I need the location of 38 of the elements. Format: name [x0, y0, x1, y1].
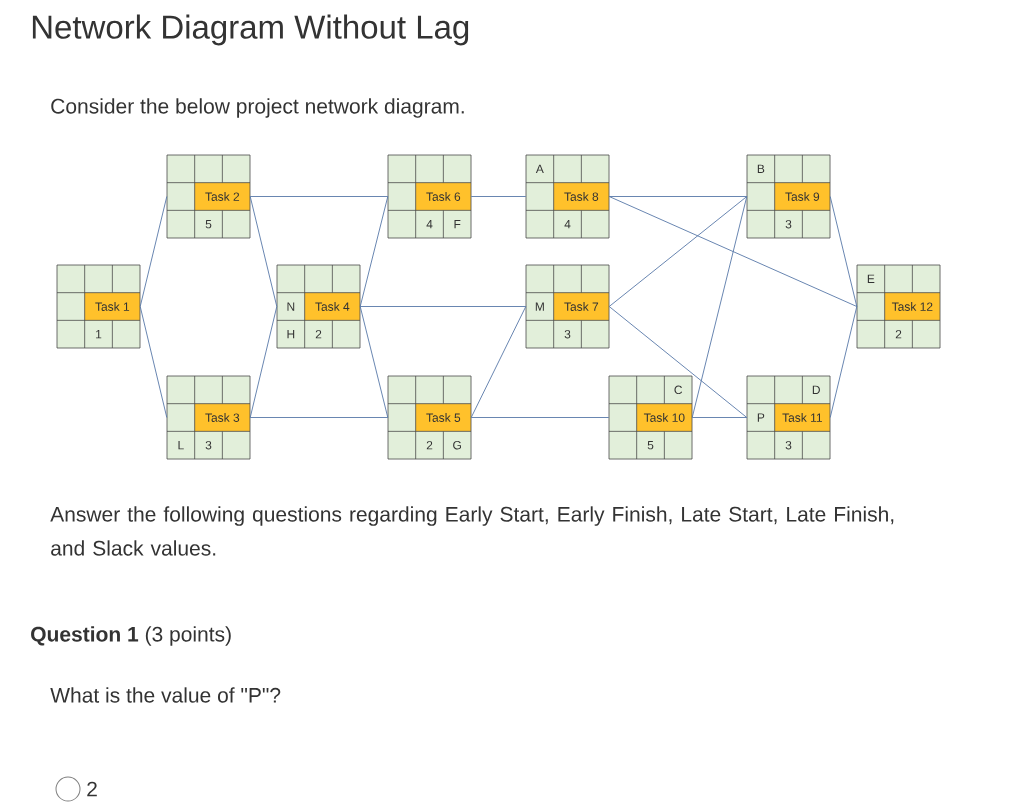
text: Consider the below project network diagram. [51, 98, 464, 118]
connector [249, 417, 389, 418]
connector [359, 306, 527, 307]
connector [359, 196, 389, 307]
task-box: D P Task 11 3 [746, 375, 831, 460]
connector [470, 417, 610, 418]
connector [139, 306, 168, 418]
title: Network Diagram Without Lag [32, 14, 469, 46]
connector [470, 306, 527, 418]
task-box: C Task 10 5 [608, 375, 693, 460]
connector [249, 306, 278, 418]
task-box: Task 1 1 [56, 264, 141, 349]
task-box: Task 6 4 F [387, 154, 472, 239]
connector [829, 196, 858, 307]
text: What is the value of "P"? [50, 687, 281, 703]
connector [691, 417, 748, 418]
connector [470, 196, 527, 197]
connector [249, 196, 389, 197]
connector [608, 306, 748, 418]
connector [249, 196, 278, 307]
connector [829, 306, 858, 418]
connector [359, 306, 389, 418]
task-box: A Task 8 4 [525, 154, 610, 239]
task-box: Task 3 L 3 [166, 375, 251, 460]
task-box: Task 5 2 G [387, 375, 472, 460]
connector [139, 196, 168, 307]
text: Question 1 (3 points) [31, 626, 231, 646]
connector [608, 196, 748, 307]
connector [691, 196, 748, 418]
text: Answer the following questions regarding Early Start, Early Finish, Late Start, Late Finish, and Slack values. [50, 506, 894, 556]
task-box: Task 2 5 [166, 154, 251, 239]
connector [608, 196, 748, 197]
task-box: B Task 9 3 [746, 154, 831, 239]
task-box: M Task 7 3 [525, 264, 610, 349]
connector [608, 196, 858, 307]
text: 2 [87, 781, 97, 797]
task-box: N Task 4 H 2 [276, 264, 361, 349]
task-box: E Task 12 2 [856, 264, 941, 349]
